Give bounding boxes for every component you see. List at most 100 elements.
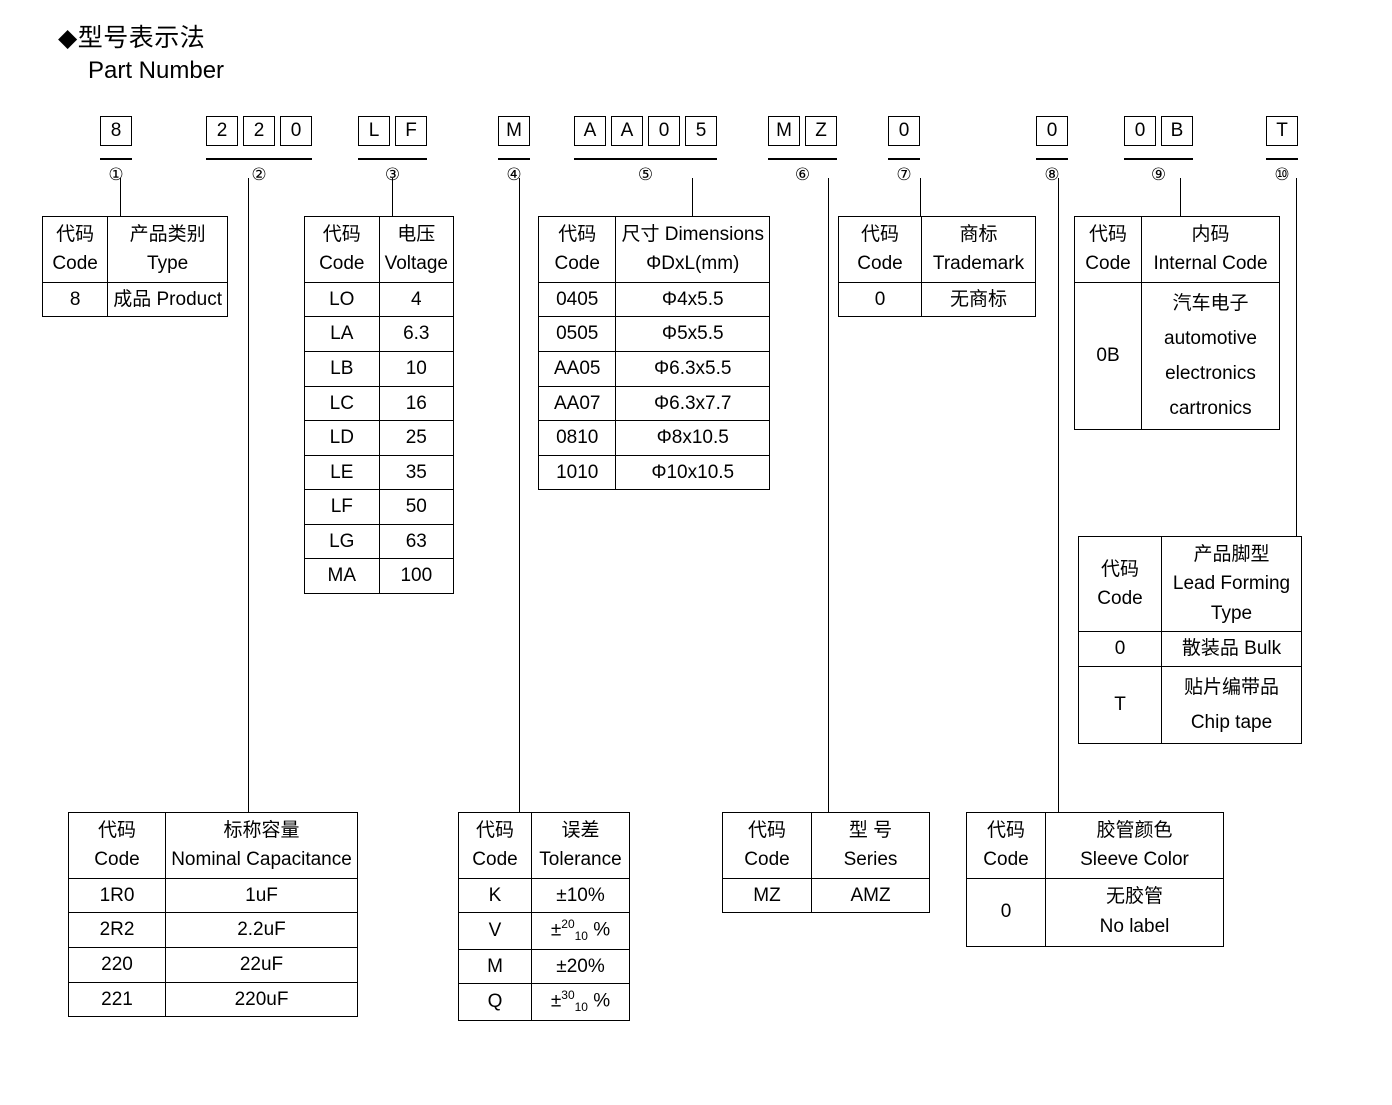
table-row: 代码 Code 内码 Internal Code — [1074, 216, 1280, 283]
group-index-number: ② — [251, 165, 267, 184]
code-header-en: Code — [983, 849, 1029, 871]
group-underline — [1124, 158, 1193, 160]
code-char-box: B — [1161, 116, 1193, 146]
tolerance-row-value: ±10% — [531, 877, 630, 914]
code-header-cn: 代码 — [1100, 558, 1139, 580]
code-char-box: 0 — [648, 116, 680, 146]
sleeve-color-row-code: 0 — [966, 877, 1046, 947]
dimensions-header-cn: 尺寸 Dimensions — [621, 224, 764, 245]
group-index-number: ⑨ — [1150, 165, 1167, 184]
code-header-en: Code — [857, 253, 903, 275]
group-underline — [1266, 158, 1298, 160]
series-row-value: AMZ — [811, 877, 930, 914]
code-header-en: Code — [744, 849, 790, 871]
row-code: LE — [304, 454, 380, 491]
row-code: 220 — [68, 946, 166, 983]
row-code: LG — [304, 523, 380, 560]
row-code: 1R0 — [68, 877, 166, 914]
table-trademark: 代码 Code 商标 Trademark 0 无商标 — [838, 216, 1036, 318]
code-header-cn: 代码 — [56, 224, 95, 245]
row-code: MA — [304, 558, 380, 594]
series-code-header: 代码 Code — [722, 812, 812, 879]
row-code: 0505 — [537, 316, 617, 352]
table-row: 代码 Code 商标 Trademark — [838, 216, 1036, 283]
internal-code-row-code: 0B — [1074, 281, 1142, 431]
row-value: 10 — [378, 350, 455, 387]
diamond-bullet-icon: ◆ — [58, 24, 78, 52]
sleeve-color-value-header: 胶管颜色 Sleeve Color — [1045, 812, 1224, 879]
table-row: V±2010 % — [458, 912, 630, 950]
code-header-cn: 代码 — [986, 820, 1025, 841]
capacitance-value-header: 标称容量 Nominal Capacitance — [165, 812, 358, 879]
internal-code-line2: automotive — [1164, 328, 1257, 350]
lead-forming-row-code: 0 — [1078, 631, 1162, 667]
lead-forming-header-en1: Lead Forming — [1172, 573, 1291, 595]
group-underline — [888, 158, 920, 160]
row-value: 63 — [378, 523, 455, 560]
table-row: 0 散装品 Bulk — [1078, 631, 1302, 667]
code-char-box: 0 — [280, 116, 312, 146]
row-code: LF — [304, 489, 380, 525]
series-header-cn: 型 号 — [848, 820, 893, 841]
sleeve-color-header-en: Sleeve Color — [1080, 849, 1189, 871]
tolerance-plain: ±20% — [556, 955, 605, 977]
tolerance-row-value: ±20% — [531, 948, 630, 985]
row-code: 1010 — [537, 454, 617, 491]
table-row: 代码 Code 型 号 Series — [722, 812, 930, 879]
lead-forming-row-value: 贴片编带品 Chip tape — [1161, 665, 1302, 745]
code-char-box: M — [498, 116, 530, 146]
connector-line — [920, 178, 921, 216]
group-underline — [358, 158, 427, 160]
group-underline — [206, 158, 312, 160]
type-header-cn: 产品类别 — [129, 224, 206, 245]
code-char-box: F — [395, 116, 427, 146]
code-char-box: 2 — [206, 116, 238, 146]
group-underline — [574, 158, 717, 160]
connector-line — [828, 178, 829, 812]
lead-forming-line2: Chip tape — [1190, 712, 1273, 733]
row-value: Φ10x10.5 — [615, 454, 770, 491]
row-value: 220uF — [165, 981, 358, 1018]
table-series: 代码 Code 型 号 Series MZ AMZ — [722, 812, 930, 914]
row-code: 0405 — [537, 281, 617, 318]
tolerance-upper: 20 — [561, 917, 575, 932]
trademark-header-cn: 商标 — [959, 224, 998, 245]
voltage-code-header: 代码 Code — [304, 216, 380, 283]
type-row-code: 8 — [41, 281, 109, 318]
internal-code-header-cn: 内码 — [1191, 224, 1230, 245]
internal-code-header-en: Internal Code — [1153, 253, 1268, 275]
code-char-box: 0 — [888, 116, 920, 146]
code-char-box: T — [1266, 116, 1298, 146]
row-code: AA05 — [537, 350, 617, 387]
tolerance-lower: 10 — [574, 1000, 588, 1015]
table-row: K±10% — [458, 877, 630, 914]
row-value: Φ8x10.5 — [615, 420, 770, 456]
table-row: 0 无商标 — [838, 281, 1036, 318]
row-code: 221 — [68, 981, 166, 1018]
table-row: M±20% — [458, 948, 630, 985]
code-header-cn: 代码 — [860, 224, 899, 245]
trademark-row-code: 0 — [838, 281, 922, 318]
lead-forming-line1: 贴片编带品 — [1183, 676, 1279, 698]
table-row: MZ AMZ — [722, 877, 930, 914]
group-underline — [100, 158, 132, 160]
tolerance-row-value: ±2010 % — [531, 912, 630, 950]
tolerance-header-cn: 误差 — [561, 820, 600, 841]
row-value: Φ5x5.5 — [615, 316, 770, 352]
row-value: Φ6.3x7.7 — [615, 385, 770, 422]
type-header-en: Type — [147, 253, 189, 275]
tolerance-row-value: ±3010 % — [531, 983, 630, 1021]
sleeve-color-row-value: 无胶管 No label — [1045, 877, 1224, 947]
code-header-en: Code — [52, 253, 98, 275]
code-char-box: 5 — [685, 116, 717, 146]
tolerance-code-header: 代码 Code — [458, 812, 532, 879]
